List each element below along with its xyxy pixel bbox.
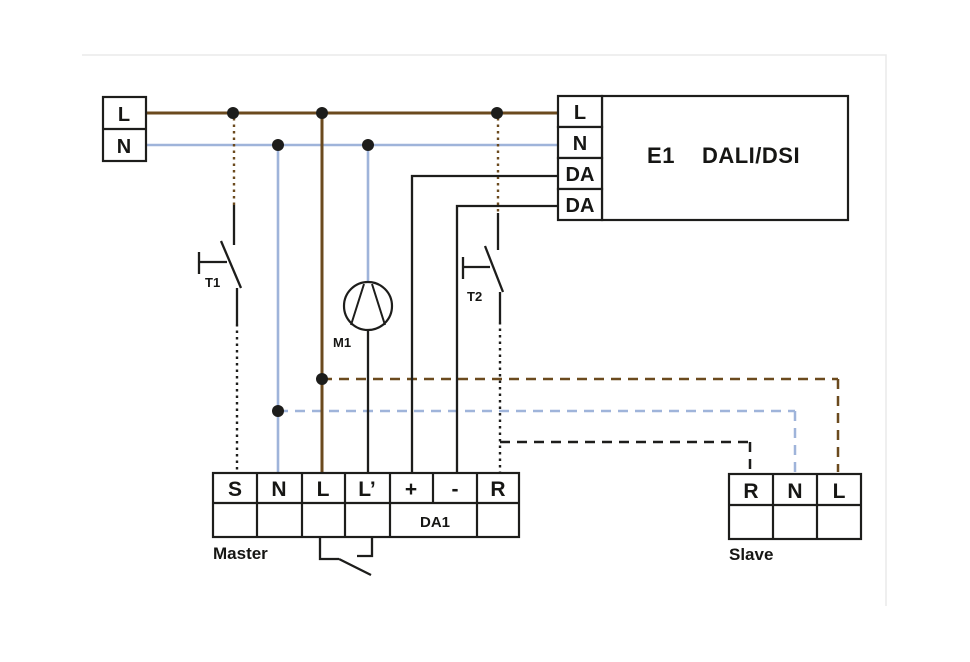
switch-t1-label: T1 <box>205 275 220 290</box>
junction-dot <box>272 139 284 151</box>
switch-t2-label: T2 <box>467 289 482 304</box>
master-terminal-s-label: S <box>228 478 242 501</box>
slave-outline <box>727 472 863 541</box>
wire-l-to-slave-dashed <box>322 377 840 472</box>
motor-m1-symbol <box>342 280 394 332</box>
master-terminal-r-label: R <box>490 478 505 501</box>
master-terminal-minus-label: - <box>452 478 459 501</box>
ballast-terminal-da2-label: DA <box>566 195 595 217</box>
ballast-system-label: DALI/DSI <box>702 143 800 168</box>
wire-r-to-slave-dashed <box>500 440 752 472</box>
slave-cell-dividers <box>771 474 819 539</box>
line-wires <box>146 111 840 473</box>
master-da1-bus-label: DA1 <box>420 514 450 531</box>
signal-wires <box>197 174 752 577</box>
labels: L N L N DA DA E1 DALI/DSI T1 T2 M1 S N L… <box>117 102 846 564</box>
t2-actuator <box>461 257 490 279</box>
master-terminal-block <box>211 471 521 539</box>
junction-dot <box>316 373 328 385</box>
junction-dot <box>362 139 374 151</box>
ballast-terminal-n-label: N <box>573 133 587 155</box>
master-terminal-lprime-label: L’ <box>358 478 376 501</box>
image-edge <box>82 54 887 606</box>
junction-dots <box>227 107 503 417</box>
t2-blade <box>483 245 505 293</box>
wire-n-to-slave-dashed <box>278 409 797 472</box>
supply-terminal-l-label: L <box>118 104 130 126</box>
master-relay-contact <box>318 537 374 577</box>
supply-terminal-n-label: N <box>117 136 131 158</box>
master-outline <box>211 471 521 539</box>
t1-blade <box>219 240 243 289</box>
ballast-id-label: E1 <box>647 143 675 168</box>
boxes <box>101 94 863 541</box>
ballast-e1 <box>556 94 850 222</box>
junction-dot <box>491 107 503 119</box>
slave-block-name: Slave <box>729 545 773 564</box>
supply-terminal-box <box>101 95 148 163</box>
ballast-terminal-l-label: L <box>574 102 586 124</box>
motor-blades <box>350 283 386 326</box>
switch-t2 <box>461 213 505 472</box>
motor-m1-label: M1 <box>333 335 351 350</box>
ballast-terminal-n <box>556 125 604 160</box>
motor-circle <box>342 280 394 332</box>
slave-terminal-n-label: N <box>787 480 802 503</box>
wire-da-minus <box>455 204 558 473</box>
ballast-terminal-l <box>556 94 604 129</box>
master-terminal-plus-label: + <box>405 478 417 501</box>
master-block-name: Master <box>213 544 268 563</box>
master-terminal-l-label: L <box>317 478 330 501</box>
wire-da-plus <box>410 174 558 473</box>
junction-dot <box>316 107 328 119</box>
master-terminal-n-label: N <box>271 478 286 501</box>
ballast-terminal-da2 <box>556 187 604 222</box>
junction-dot <box>227 107 239 119</box>
neutral-wires <box>146 143 797 473</box>
t1-actuator <box>197 252 227 274</box>
slave-terminal-r-label: R <box>743 480 758 503</box>
slave-terminal-block <box>727 472 863 541</box>
junction-dot <box>272 405 284 417</box>
slave-terminal-l-label: L <box>833 480 846 503</box>
switch-t1 <box>197 205 243 472</box>
ballast-terminal-da1-label: DA <box>566 164 595 186</box>
master-cell-dividers <box>255 473 479 537</box>
